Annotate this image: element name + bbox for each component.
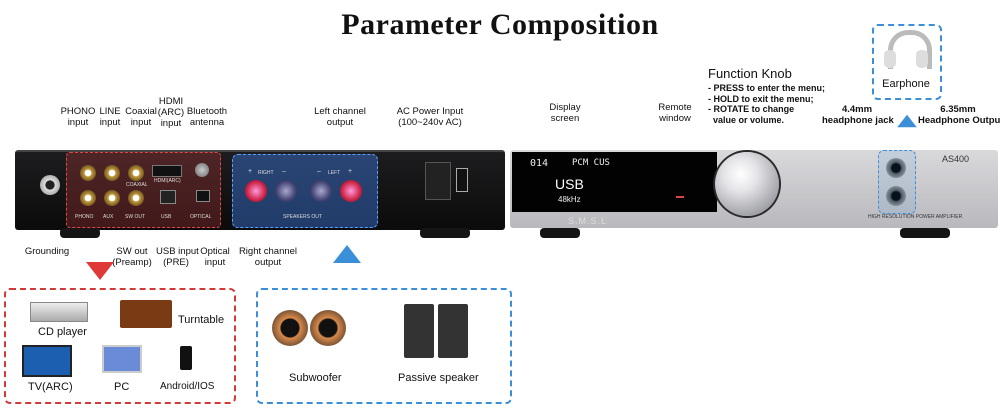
label-remote-window: Remote window (658, 102, 692, 124)
headphones-left-cup (884, 50, 896, 68)
label-phono-input: PHONO input (60, 106, 96, 128)
fk-line-4: value or volume. (708, 114, 785, 125)
left-plus-post[interactable] (340, 180, 362, 202)
coaxial-jack[interactable] (128, 165, 144, 181)
label-line-input: LINE input (99, 106, 121, 128)
headphone-44-jack[interactable] (886, 158, 906, 178)
tv-image (22, 345, 72, 377)
usb-port[interactable] (160, 190, 176, 204)
rear-print-coaxial: COAXIAL (126, 182, 148, 188)
source-tv: TV(ARC) (28, 381, 73, 393)
right-minus-post[interactable] (275, 180, 297, 202)
rear-print-optical: OPTICAL (190, 214, 212, 220)
rear-foot-left (60, 228, 100, 238)
line-l-jack[interactable] (104, 165, 120, 181)
sw-out-jack[interactable] (128, 190, 144, 206)
label-ac-power-input: AC Power Input (100~240v AC) (396, 106, 464, 128)
source-turntable: Turntable (178, 314, 225, 326)
left-minus-post[interactable] (310, 180, 332, 202)
label-display-screen: Display screen (549, 102, 581, 124)
earphone-group (872, 24, 942, 100)
ac-power-inlet[interactable] (425, 162, 451, 200)
label-right-channel-output: Right channel output (238, 246, 298, 268)
label-coaxial-input: Coaxial input (125, 106, 157, 128)
bluetooth-antenna-connector[interactable] (195, 163, 209, 177)
phono-l-jack[interactable] (80, 165, 96, 181)
speaker-passive: Passive speaker (398, 372, 479, 384)
fk-line-1: - PRESS to enter the menu; (708, 83, 826, 93)
display-rate: 48kHz (558, 195, 581, 204)
remote-window (676, 196, 684, 198)
line-r-jack[interactable] (104, 190, 120, 206)
power-switch[interactable] (456, 168, 468, 192)
front-model: AS400 (942, 154, 970, 164)
headphone-635-jack[interactable] (886, 186, 906, 206)
rear-print-speakers-out: SPEAKERS OUT (283, 214, 322, 220)
label-headphone-635: 6.35mm Headphone Output (918, 104, 1000, 126)
headphones-right-cup (916, 50, 928, 68)
label-function-knob: Function Knob (708, 66, 792, 81)
source-android-ios: Android/IOS (160, 381, 215, 392)
left-minus-mark: – (317, 168, 321, 175)
label-headphone-44: 4.4mm headphone jack (822, 104, 894, 126)
rear-print-hdmi: HDMI(ARC) (154, 178, 181, 184)
rear-print-left: LEFT (328, 170, 341, 176)
fk-line-3: - ROTATE to change (708, 104, 795, 114)
optical-port[interactable] (196, 190, 210, 202)
pc-image (102, 345, 142, 373)
function-knob[interactable] (715, 152, 779, 216)
cd-player-image (30, 302, 88, 322)
label-sw-out: SW out (Preamp) (112, 246, 152, 268)
headphone-highlight-box (878, 150, 916, 214)
passive-speaker-right-image (438, 304, 468, 358)
down-arrow-icon (86, 262, 114, 280)
rear-foot-right (420, 228, 470, 238)
function-knob-instructions: - PRESS to enter the menu; - HOLD to exi… (708, 83, 825, 125)
display-screen (512, 152, 717, 212)
label-grounding: Grounding (24, 246, 70, 257)
display-volume: 014 (530, 158, 549, 169)
label-usb-input: USB input (PRE) (156, 246, 199, 268)
subwoofer-image-right (310, 310, 346, 346)
source-cd-player: CD player (38, 326, 87, 338)
rear-print-aux: AUX (103, 214, 114, 220)
passive-speaker-left-image (404, 304, 434, 358)
label-earphone: Earphone (882, 78, 930, 90)
display-source: USB (555, 176, 584, 192)
label-left-channel-output: Left channel output (314, 106, 366, 128)
right-minus-mark: – (282, 168, 286, 175)
front-foot-left (540, 228, 580, 238)
up-arrow-icon (333, 245, 361, 263)
earphone-up-arrow-icon (897, 114, 917, 128)
phono-r-jack[interactable] (80, 190, 96, 206)
headphones-icon (888, 30, 932, 69)
front-brand: S.M.S.L (568, 216, 608, 226)
source-pc: PC (114, 381, 130, 393)
rear-print-usb: USB (161, 214, 172, 220)
phone-image (180, 346, 192, 370)
left-plus-mark: + (348, 168, 353, 175)
display-mode: PCM CUS (572, 158, 610, 168)
turntable-image (120, 300, 172, 328)
fk-line-2: - HOLD to exit the menu; (708, 93, 814, 104)
front-tag: HIGH RESOLUTION POWER AMPLIFIER (868, 214, 963, 220)
grounding-post[interactable] (40, 175, 60, 195)
right-plus-mark: + (248, 168, 253, 175)
label-optical-input: Optical input (200, 246, 230, 268)
rear-print-right: RIGHT (258, 170, 274, 176)
label-bluetooth-antenna: Bluetooth antenna (186, 106, 228, 128)
speakers-group (256, 288, 512, 404)
hdmi-port[interactable] (152, 165, 182, 177)
rear-print-phono: PHONO (75, 214, 94, 220)
right-plus-post[interactable] (245, 180, 267, 202)
rear-print-sw-out: SW OUT (125, 214, 145, 220)
speaker-subwoofer: Subwoofer (289, 372, 342, 384)
sources-group (4, 288, 236, 404)
subwoofer-image-left (272, 310, 308, 346)
label-hdmi-input: HDMI (ARC) input (157, 96, 185, 129)
page-title: Parameter Composition (341, 8, 659, 41)
front-foot-right (900, 228, 950, 238)
